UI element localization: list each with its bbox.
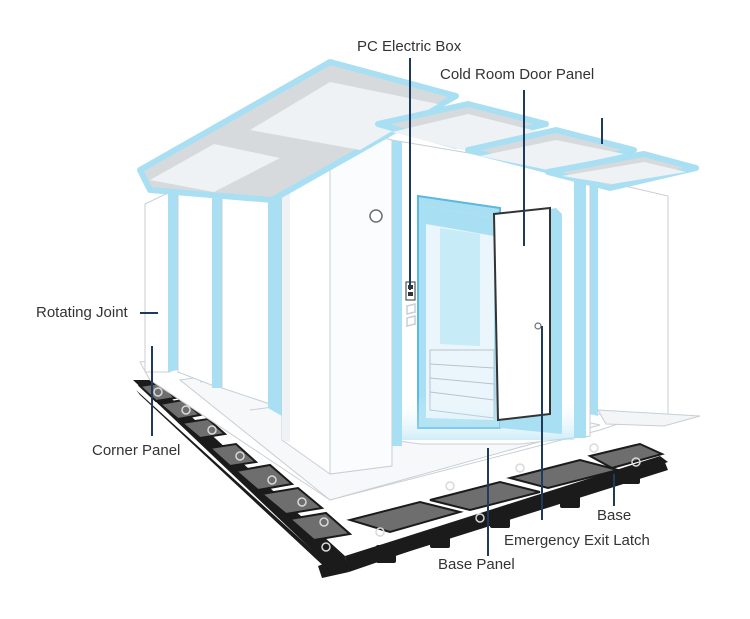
corner-pillar	[281, 123, 393, 475]
leader-lines	[140, 58, 615, 556]
base-feet	[376, 470, 640, 563]
base-strips-left	[137, 381, 353, 542]
label-base-panel: Base Panel	[438, 556, 515, 573]
label-pc-electric-box: PC Electric Box	[357, 38, 462, 55]
left-wall	[144, 150, 282, 416]
base-strips-right	[346, 442, 665, 534]
label-base: Base	[597, 507, 632, 524]
base-bolts	[153, 387, 641, 552]
base-frame	[133, 380, 668, 578]
front-door-wall	[391, 139, 591, 446]
logo-mark	[406, 303, 416, 327]
label-corner-panel: Corner Panel	[92, 442, 181, 459]
roof-panels	[137, 59, 699, 203]
back-right-wall	[589, 177, 701, 427]
label-emergency-exit-latch: Emergency Exit Latch	[504, 532, 650, 549]
label-cold-room-door-panel: Cold Room Door Panel	[440, 66, 595, 83]
circle-knob-icon	[369, 209, 383, 223]
door-leaf	[492, 206, 562, 434]
label-rotating-joint: Rotating Joint	[36, 304, 128, 321]
